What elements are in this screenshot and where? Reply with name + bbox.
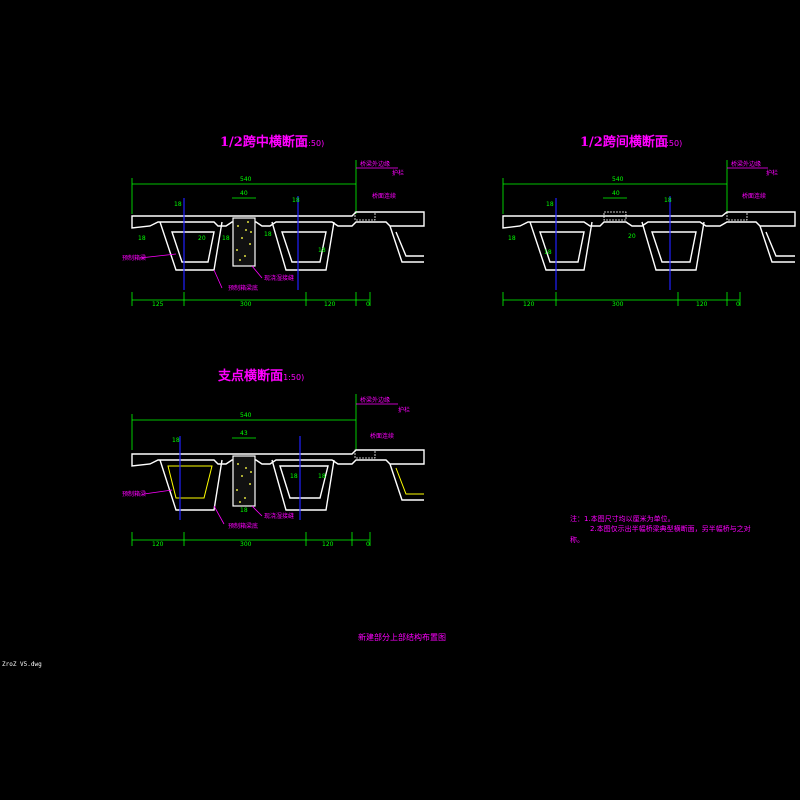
svg-text:桥梁外边缘: 桥梁外边缘: [731, 160, 761, 168]
svg-text:43: 43: [240, 430, 248, 437]
file-name: ZroZ V5.dwg: [2, 661, 42, 668]
svg-text:20: 20: [198, 235, 206, 242]
svg-text:120: 120: [324, 301, 336, 308]
svg-text:桥面连续: 桥面连续: [742, 192, 766, 200]
box-girder-2: [271, 221, 335, 271]
svg-text:18: 18: [138, 235, 146, 242]
section-quarter-span: 1/2跨间横断面 (1:50) 540 40 桥梁外边缘 护栏 桥面连续 18 …: [502, 134, 796, 308]
wet-joint: [232, 217, 256, 267]
svg-text:0: 0: [366, 301, 370, 308]
svg-text:18: 18: [318, 473, 326, 480]
svg-text:18: 18: [508, 235, 516, 242]
svg-text:120: 120: [322, 541, 334, 548]
box-girder-1: [159, 221, 223, 271]
svg-text:18: 18: [544, 249, 552, 256]
svg-text:18: 18: [546, 201, 554, 208]
box-girder-3: [389, 225, 424, 263]
drawing-title: 新建部分上部结构布置图: [358, 632, 446, 642]
svg-text:120: 120: [152, 541, 164, 548]
svg-text:桥梁外边缘: 桥梁外边缘: [360, 396, 390, 404]
svg-text:现浇湿接缝: 现浇湿接缝: [264, 512, 294, 520]
svg-text:18: 18: [292, 197, 300, 204]
dim-total: 540: [240, 176, 252, 183]
note-line-2: 2.本图仅示出半幅桥梁典型横断面，另半幅桥与之对: [590, 524, 751, 533]
svg-text:18: 18: [240, 507, 248, 514]
section-title: 1/2跨间横断面: [580, 134, 668, 150]
section-midspan: 1/2跨中横断面 (1:50) 540 40 桥梁外边缘 护栏 桥面连续: [122, 134, 425, 308]
svg-text:300: 300: [240, 301, 252, 308]
svg-text:540: 540: [240, 412, 252, 419]
svg-text:0: 0: [736, 301, 740, 308]
section-scale: (1:50): [280, 373, 304, 382]
svg-text:120: 120: [523, 301, 535, 308]
section-title: 1/2跨中横断面: [220, 134, 308, 150]
svg-text:桥面连续: 桥面连续: [370, 432, 394, 440]
svg-text:40: 40: [612, 190, 620, 197]
label-girder: 预制箱梁: [122, 254, 146, 262]
label-outer-edge: 桥梁外边缘: [360, 160, 390, 168]
svg-text:18: 18: [174, 201, 182, 208]
dim-wet: 40: [240, 190, 248, 197]
svg-text:18: 18: [290, 473, 298, 480]
label-joint: 桥面连续: [372, 192, 396, 200]
svg-text:护栏: 护栏: [398, 406, 410, 414]
svg-text:预制箱梁: 预制箱梁: [122, 490, 146, 498]
svg-text:18: 18: [172, 437, 180, 444]
svg-text:120: 120: [696, 301, 708, 308]
svg-text:540: 540: [612, 176, 624, 183]
svg-text:125: 125: [152, 301, 164, 308]
section-scale: (1:50): [658, 139, 682, 148]
svg-text:预制箱梁底: 预制箱梁底: [228, 522, 258, 530]
label-wet-joint: 现浇湿接缝: [264, 274, 294, 282]
label-rail: 护栏: [392, 169, 404, 177]
svg-text:18: 18: [318, 247, 326, 254]
note-line-1: 注：1.本图尺寸均以厘米为单位。: [570, 514, 675, 523]
section-title: 支点横断面: [217, 368, 283, 384]
svg-text:300: 300: [612, 301, 624, 308]
section-support: 支点横断面 (1:50) 540 43 桥梁外边缘 护栏 桥面连续 预制箱梁 预…: [122, 368, 425, 548]
svg-text:18: 18: [664, 197, 672, 204]
note-line-3: 称。: [570, 535, 584, 544]
label-bottom: 预制箱梁底: [228, 284, 258, 292]
svg-text:18: 18: [264, 231, 272, 238]
deck-slab: [131, 211, 425, 229]
notes-block: 注：1.本图尺寸均以厘米为单位。 2.本图仅示出半幅桥梁典型横断面，另半幅桥与之…: [570, 514, 751, 544]
svg-text:300: 300: [240, 541, 252, 548]
svg-text:0: 0: [366, 541, 370, 548]
svg-text:护栏: 护栏: [766, 169, 778, 177]
section-scale: (1:50): [300, 139, 324, 148]
svg-text:18: 18: [222, 235, 230, 242]
svg-text:20: 20: [628, 233, 636, 240]
